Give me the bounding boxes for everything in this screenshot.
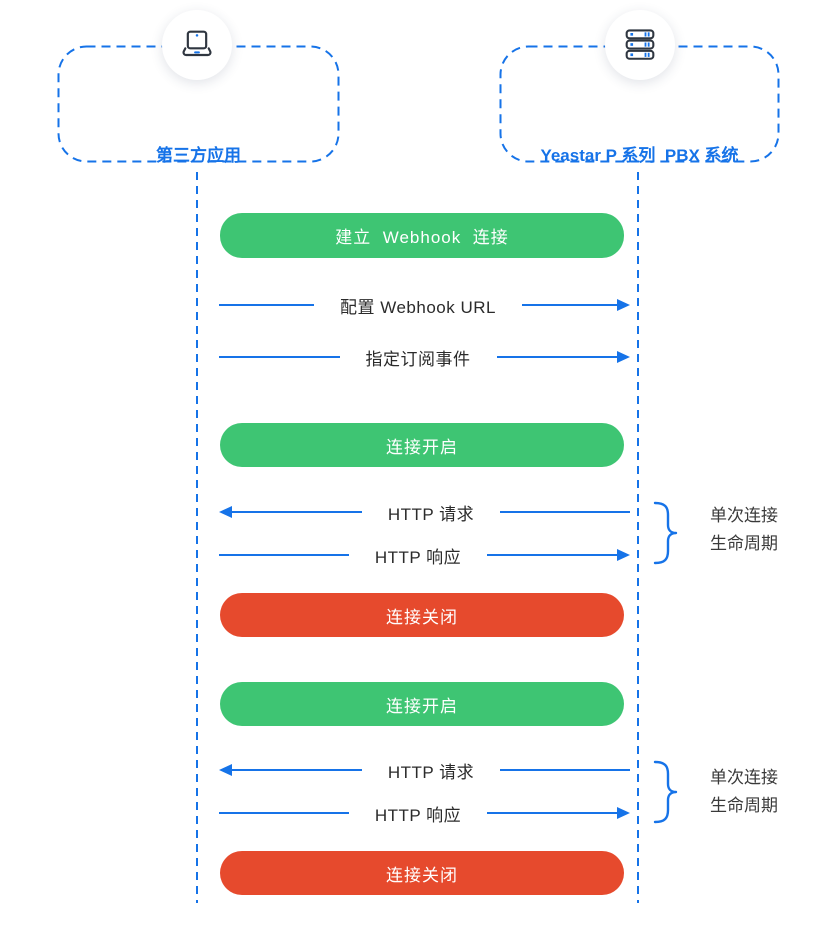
laptop-icon (182, 30, 212, 57)
arrow-line (219, 304, 315, 306)
lifecycle-annotation-1: 单次连接 生命周期 (692, 502, 796, 558)
lifecycle-brace-1 (653, 501, 678, 565)
curly-brace-icon (653, 501, 678, 565)
message-label: 配置 Webhook URL (340, 297, 496, 317)
message-http-response-1: HTTP 响应 (219, 543, 630, 567)
curly-brace-icon (653, 760, 678, 824)
arrow-line (496, 356, 617, 358)
message-label: HTTP 请求 (387, 504, 475, 524)
actor-label: 第三方应用 (156, 146, 241, 165)
arrowhead-left-icon (219, 764, 232, 776)
status-pill-connection-close-1: 连接关闭 (220, 593, 624, 637)
lifecycle-annotation-2: 单次连接 生命周期 (692, 764, 796, 820)
message-configure-webhook-url: 配置 Webhook URL (219, 293, 630, 317)
status-pill-webhook-setup: 建立 Webhook 连接 (220, 213, 624, 258)
arrowhead-right-icon (617, 549, 630, 561)
status-pill-connection-close-2: 连接关闭 (220, 851, 624, 895)
message-http-response-2: HTTP 响应 (219, 801, 630, 825)
message-label: HTTP 请求 (387, 762, 475, 782)
message-label: HTTP 响应 (374, 805, 462, 825)
annotation-line: 生命周期 (710, 534, 778, 553)
arrowhead-right-icon (617, 299, 630, 311)
arrow-line (521, 304, 617, 306)
status-label: 连接开启 (386, 437, 458, 457)
status-label: 建立 Webhook 连接 (335, 228, 509, 247)
status-label: 连接开启 (386, 696, 458, 716)
message-http-request-1: HTTP 请求 (219, 500, 630, 524)
arrowhead-right-icon (617, 807, 630, 819)
message-label: HTTP 响应 (374, 547, 462, 567)
arrow-line (232, 769, 362, 771)
message-http-request-2: HTTP 请求 (219, 758, 630, 782)
lifecycle-brace-2 (653, 760, 678, 824)
status-pill-connection-open-1: 连接开启 (220, 423, 624, 467)
arrow-line (219, 812, 349, 814)
actor-badge (162, 10, 232, 80)
message-specify-subscribed-events: 指定订阅事件 (219, 345, 630, 369)
arrow-line (500, 769, 630, 771)
arrow-line (232, 511, 362, 513)
arrow-line (219, 356, 340, 358)
lifeline-right (637, 172, 639, 903)
arrow-line (487, 554, 617, 556)
arrow-line (219, 554, 349, 556)
actor-badge (605, 10, 675, 80)
arrowhead-left-icon (219, 506, 232, 518)
lifeline-left (196, 172, 198, 903)
annotation-line: 单次连接 (710, 506, 778, 525)
message-label: 指定订阅事件 (365, 349, 471, 369)
annotation-line: 单次连接 (710, 768, 778, 787)
server-icon (625, 29, 655, 60)
status-pill-connection-open-2: 连接开启 (220, 682, 624, 726)
arrow-line (500, 511, 630, 513)
status-label: 连接关闭 (386, 865, 458, 885)
annotation-line: 生命周期 (710, 796, 778, 815)
status-label: 连接关闭 (386, 607, 458, 627)
arrow-line (487, 812, 617, 814)
arrowhead-right-icon (617, 351, 630, 363)
actor-label: Yeastar P 系列 PBX 系统 (540, 146, 739, 165)
